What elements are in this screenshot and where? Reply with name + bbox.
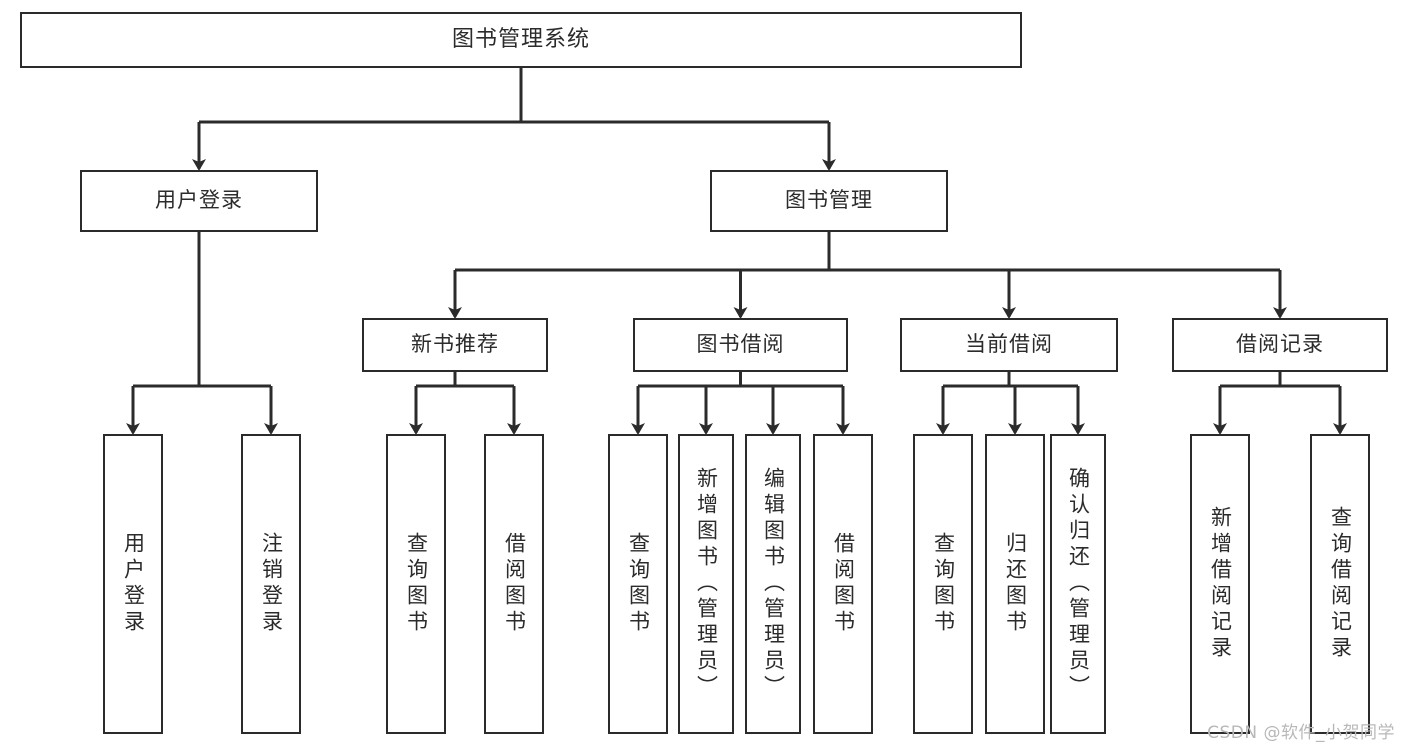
leaf-query-book-recommend[interactable]: 查询图书 <box>386 434 446 734</box>
node-current-borrow[interactable]: 当前借阅 <box>900 318 1118 372</box>
node-book-borrow[interactable]: 图书借阅 <box>633 318 848 372</box>
leaf-user-login[interactable]: 用户登录 <box>103 434 163 734</box>
node-user-login-label: 用户登录 <box>155 188 243 213</box>
leaf-logout[interactable]: 注销登录 <box>241 434 301 734</box>
leaf-edit-book-admin[interactable]: 编辑图书（管理员） <box>745 434 801 734</box>
node-book-manage-label: 图书管理 <box>785 188 873 213</box>
node-current-borrow-label: 当前借阅 <box>965 332 1053 357</box>
leaf-confirm-return-admin[interactable]: 确认归还（管理员） <box>1050 434 1106 734</box>
leaf-borrow-book-borrow[interactable]: 借阅图书 <box>813 434 873 734</box>
node-book-borrow-label: 图书借阅 <box>696 332 785 357</box>
node-new-book-recommend[interactable]: 新书推荐 <box>362 318 548 372</box>
node-borrow-record-label: 借阅记录 <box>1236 332 1324 357</box>
leaf-add-borrow-record[interactable]: 新增借阅记录 <box>1190 434 1250 734</box>
node-new-book-recommend-label: 新书推荐 <box>411 332 499 357</box>
leaf-query-borrow-record[interactable]: 查询借阅记录 <box>1310 434 1370 734</box>
leaf-return-book[interactable]: 归还图书 <box>985 434 1045 734</box>
leaf-add-book-admin[interactable]: 新增图书（管理员） <box>678 434 734 734</box>
leaf-query-book-borrow[interactable]: 查询图书 <box>608 434 668 734</box>
leaf-query-book-current[interactable]: 查询图书 <box>913 434 973 734</box>
node-user-login[interactable]: 用户登录 <box>80 170 318 232</box>
node-root[interactable]: 图书管理系统 <box>20 12 1022 68</box>
watermark: CSDN @软件_小贺同学 <box>1207 723 1395 743</box>
leaf-borrow-book-recommend[interactable]: 借阅图书 <box>484 434 544 734</box>
node-book-manage[interactable]: 图书管理 <box>710 170 948 232</box>
node-borrow-record[interactable]: 借阅记录 <box>1172 318 1388 372</box>
node-root-label: 图书管理系统 <box>451 26 590 52</box>
